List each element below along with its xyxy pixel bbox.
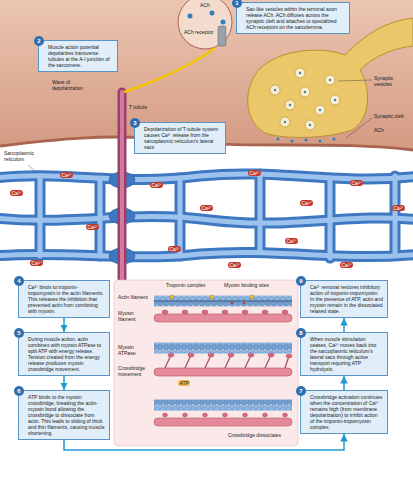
- part-label: Sarcoplasmic reticulum: [4, 151, 50, 163]
- ion-label: Ca²⁺: [340, 262, 353, 268]
- part-label: Actin filament: [118, 295, 152, 301]
- callout-text: During muscle action, actin combines wit…: [28, 336, 105, 372]
- callout-box: 4Ca²⁺ binds to troponin-tropomyosin in t…: [18, 280, 110, 318]
- leader-line: [28, 80, 372, 298]
- callout-number: 7: [296, 386, 306, 396]
- ion-label: Ca²⁺: [30, 260, 43, 266]
- ion-label: Ca²⁺: [248, 170, 261, 176]
- callout-text: Crossbridge activation continues when th…: [310, 394, 383, 430]
- part-label: Crossbridge movement: [118, 366, 154, 378]
- part-label: Crossbridge dissociates: [228, 433, 281, 439]
- callout-box: 7Crossbridge activation continues when t…: [300, 390, 388, 434]
- part-label: Synaptic vesicles: [374, 76, 410, 88]
- callout-text: When muscle stimulation ceases, Ca²⁺ mov…: [310, 336, 383, 372]
- callout-number: 3: [130, 118, 140, 128]
- depolarization-wave: [124, 48, 215, 92]
- part-label: Myosin ATPase: [118, 345, 152, 357]
- callout-box: 6ATP binds to the myosin crossbridge, br…: [18, 390, 110, 440]
- ion-label: Ca²⁺: [86, 224, 99, 230]
- part-label: Myosin binding sites: [224, 283, 269, 289]
- cycle-arrow: [343, 318, 345, 332]
- callout-box: 8When muscle stimulation ceases, Ca²⁺ mo…: [300, 332, 388, 376]
- cycle-arrow: [63, 376, 65, 390]
- ion-label: Ca²⁺: [60, 172, 73, 178]
- ion-label: Ca²⁺: [285, 238, 298, 244]
- callout-number: 9: [296, 276, 306, 286]
- callout-text: Depolarization of T-tubule system causes…: [144, 126, 221, 150]
- part-label: Troponin complex: [166, 283, 206, 289]
- callout-text: Ca²⁺ removal restores inhibitory action …: [310, 284, 383, 314]
- callout-box: 5During muscle action, actin combines wi…: [18, 332, 110, 376]
- ion-label: Ca²⁺: [392, 205, 405, 211]
- molecule-label: ATP: [178, 380, 190, 386]
- part-label: Synaptic cleft: [374, 114, 410, 120]
- ion-label: Ca²⁺: [228, 262, 241, 268]
- myofibril-panel: [114, 280, 298, 446]
- part-label: T tubule: [129, 105, 147, 111]
- callout-text: Muscle action potential depolarizes tran…: [48, 44, 113, 68]
- part-label: ACh: [374, 128, 384, 134]
- callout-number: 6: [14, 386, 24, 396]
- part-label: Wave of depolarization: [52, 80, 96, 92]
- ion-label: Ca²⁺: [300, 200, 313, 206]
- callout-box: 3Depolarization of T-tubule system cause…: [134, 122, 226, 154]
- callout-text: Ca²⁺ binds to troponin-tropomyosin in th…: [28, 284, 105, 314]
- callout-number: 5: [14, 328, 24, 338]
- ion-label: Ca²⁺: [350, 180, 363, 186]
- callout-number: 2: [34, 36, 44, 46]
- t-tubule: [122, 92, 123, 282]
- callout-box: 9Ca²⁺ removal restores inhibitory action…: [300, 280, 388, 318]
- callout-number: 1: [232, 0, 242, 8]
- ion-label: Ca²⁺: [168, 246, 181, 252]
- callout-text: ATP binds to the myosin crossbridge, bre…: [28, 394, 105, 436]
- cycle-arrow: [63, 318, 65, 332]
- receptor-magnifier: [178, 0, 232, 49]
- callout-box: 2Muscle action potential depolarizes tra…: [38, 40, 118, 72]
- ion-label: Ca²⁺: [10, 190, 23, 196]
- part-label: ACh: [200, 3, 210, 9]
- filament-state-b: [154, 343, 292, 377]
- cycle-arrow: [343, 376, 345, 390]
- part-label: Myosin filament: [118, 311, 152, 323]
- callout-text: Sac-like vesicles within the terminal ax…: [246, 6, 345, 30]
- sarcoplasmic-reticulum: [0, 172, 413, 264]
- filament-state-a: [154, 295, 292, 322]
- callout-number: 4: [14, 276, 24, 286]
- ion-label: Ca²⁺: [200, 205, 213, 211]
- ion-label: Ca²⁺: [150, 182, 163, 188]
- filament-state-c: [154, 400, 292, 427]
- part-label: ACh receptor: [184, 30, 213, 36]
- callout-number: 8: [296, 328, 306, 338]
- axon-terminal: [248, 18, 413, 143]
- callout-box: 1Sac-like vesicles within the terminal a…: [236, 2, 350, 34]
